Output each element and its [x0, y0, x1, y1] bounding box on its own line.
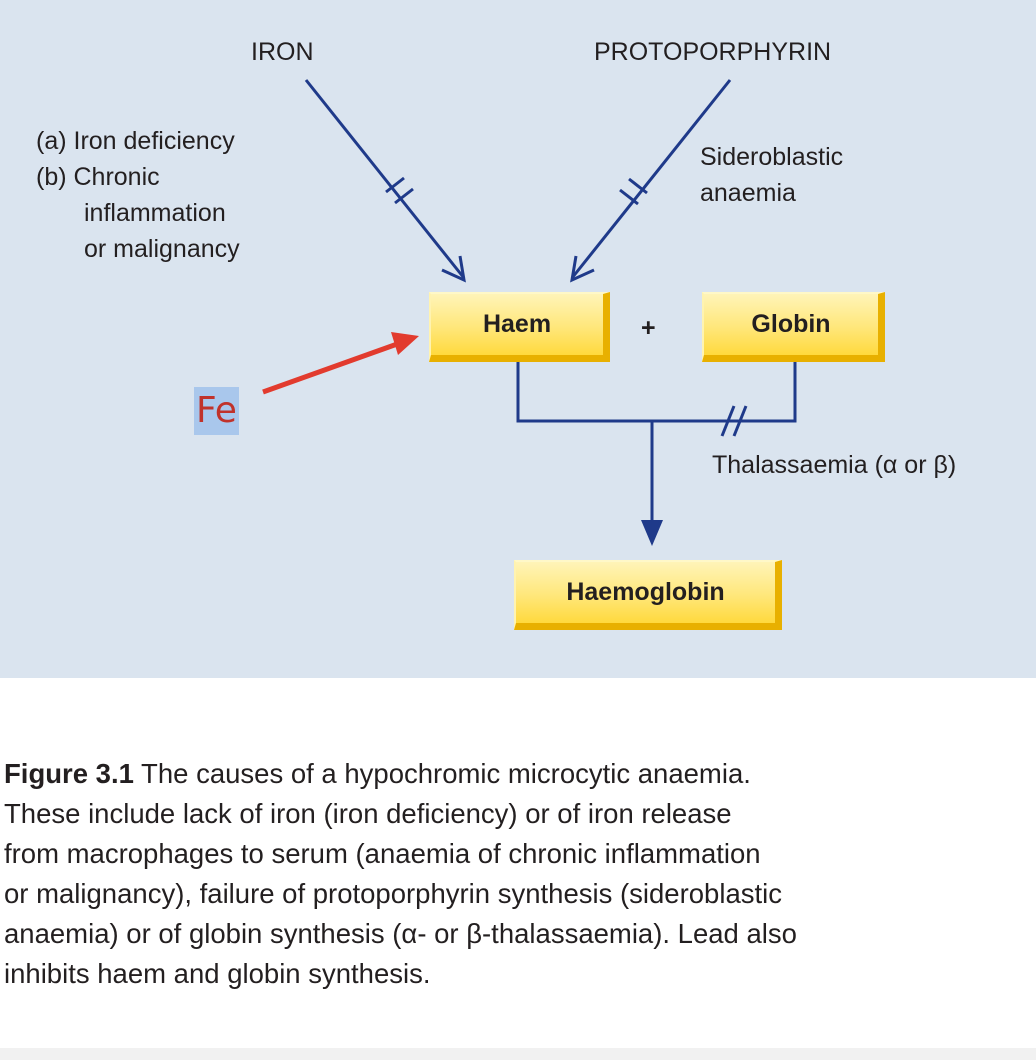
haem-label: Haem: [482, 310, 552, 338]
caption-line-3: from macrophages to serum (anaemia of ch…: [4, 838, 761, 869]
caption-line-5: anaemia) or of globin synthesis (α- or β…: [4, 918, 797, 949]
iron-label: IRON: [251, 38, 314, 66]
protoporphyrin-label: PROTOPORPHYRIN: [594, 38, 832, 66]
cause-malignancy: or malignancy: [84, 235, 240, 263]
globin-box: Globin: [702, 292, 885, 362]
thalassaemia-label: Thalassaemia (α or β): [712, 451, 957, 479]
plus-sign: +: [641, 314, 656, 342]
globin-label: Globin: [751, 310, 831, 338]
cause-inflammation: inflammation: [84, 199, 226, 227]
figure-number: Figure 3.1: [4, 758, 134, 789]
fe-annotation: Fe: [194, 387, 239, 435]
sideroblastic-anaemia-label: anaemia: [700, 179, 796, 207]
protoporphyrin-arrow: [570, 79, 732, 283]
cause-iron-deficiency: (a) Iron deficiency: [36, 127, 235, 155]
caption-line-4: or malignancy), failure of protoporphyri…: [4, 878, 782, 909]
cause-chronic: (b) Chronic: [36, 163, 160, 191]
caption-line-2: These include lack of iron (iron deficie…: [4, 798, 732, 829]
flow-arrows: [262, 79, 797, 546]
fe-annotation-arrow: [262, 332, 419, 395]
caption-line-6: inhibits haem and globin synthesis.: [4, 958, 431, 989]
haemoglobin-box: Haemoglobin: [514, 560, 782, 630]
haem-box: Haem: [429, 292, 610, 362]
caption-line-1: Figure 3.1 The causes of a hypochromic m…: [4, 754, 1032, 794]
iron-arrow: [304, 79, 466, 283]
combine-connector: [516, 362, 797, 546]
caption-text-1: The causes of a hypochromic microcytic a…: [133, 758, 751, 789]
bottom-strip: [0, 1048, 1036, 1060]
figure-caption: Figure 3.1 The causes of a hypochromic m…: [4, 754, 1032, 994]
haemoglobin-label: Haemoglobin: [566, 578, 725, 606]
sideroblastic-label: Sideroblastic: [700, 143, 844, 171]
